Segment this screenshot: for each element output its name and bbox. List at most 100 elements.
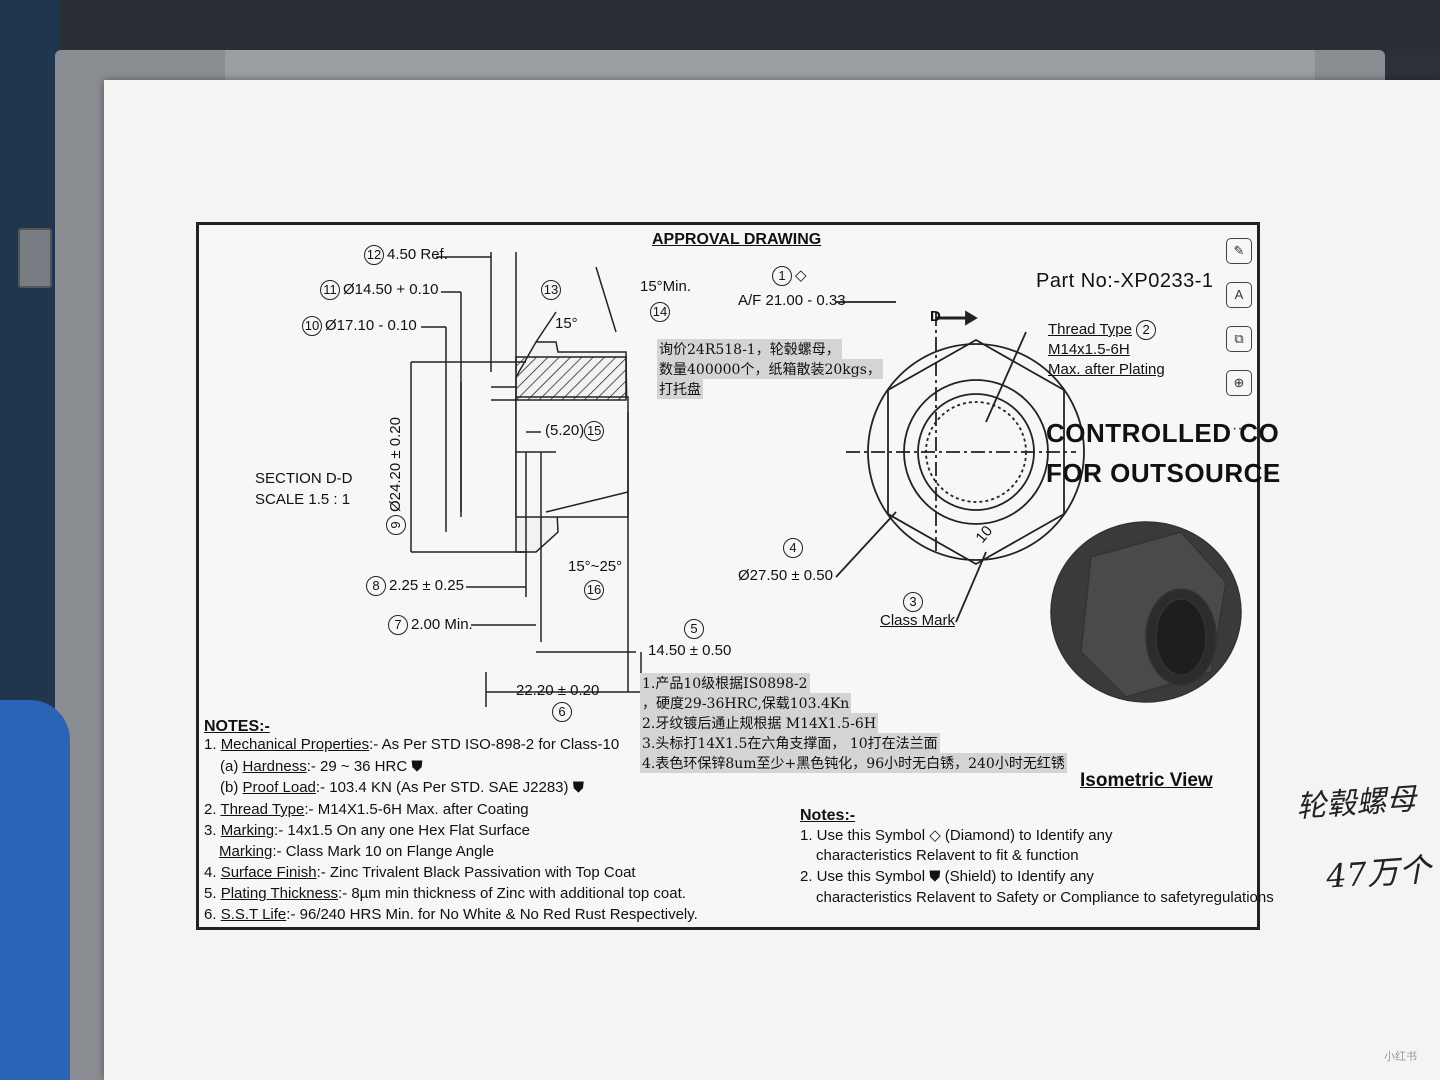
dim-6: 6 [552, 702, 575, 722]
note-1a-rest: :- 29 ~ 36 HRC [306, 758, 408, 775]
balloon-1: 1 [772, 266, 792, 287]
copy-icon[interactable]: ⧉ [1226, 326, 1252, 352]
note-5-prefix: 5. [204, 885, 217, 902]
isometric-nut-image [1050, 521, 1242, 703]
balloon-10: 10 [302, 316, 322, 336]
dim-2: Thread Type 2 M14x1.5-6H Max. after Plat… [1048, 320, 1165, 380]
note-6-prefix: 6. [204, 906, 217, 923]
section-view [410, 252, 642, 707]
isometric-label: Isometric View [1080, 770, 1213, 791]
note-4: 4. Surface Finish:- Zinc Trivalent Black… [204, 864, 636, 881]
dim-5: 5 [684, 619, 707, 639]
cn-note-3: 2.牙纹镀后通止规根据 M14X1.5-6H [640, 713, 879, 733]
watermark: 小红书 [1384, 1051, 1417, 1063]
dim-8-text: 2.25 ± 0.25 [389, 576, 464, 594]
dim-2-line1: Thread Type [1048, 321, 1132, 338]
dim-14: 14 [650, 302, 673, 322]
scale-label: SCALE 1.5 : 1 [255, 491, 351, 508]
notes2-title: Notes:- [800, 807, 856, 824]
dim-1: 1◇ [772, 266, 807, 287]
zoom-icon[interactable]: ⊕ [1226, 370, 1252, 396]
section-marker: D [930, 308, 941, 325]
note-6-rest: :- 96/240 HRS Min. for No White & No Red… [286, 906, 698, 923]
image-toolbar: ✎ A ⧉ ⊕ [1226, 238, 1256, 414]
note-2-rest: :- M14X1.5-6H Max. after Coating [304, 801, 529, 818]
notes2-line2: characteristics Relavent to fit & functi… [816, 847, 1079, 864]
note-1a-prefix: (a) [220, 758, 239, 775]
note-2-key: Thread Type [220, 801, 305, 818]
shield-icon: ⛊ [572, 779, 584, 796]
technical-drawing [410, 252, 1242, 707]
note-4-key: Surface Finish [220, 864, 317, 881]
balloon-13: 13 [541, 280, 561, 300]
note-1b: (b) Proof Load:- 103.4 KN (As Per STD. S… [220, 779, 584, 796]
note-1-prefix: 1. [204, 736, 217, 753]
cn-note-5: 4.表色环保锌8um至少+黑色钝化，96小时无白锈，240小时无红锈 [640, 753, 1067, 773]
note-1-rest: :- As Per STD ISO-898-2 for Class-10 [369, 736, 620, 753]
dim-11-text: Ø14.50 + 0.10 [343, 280, 439, 298]
cn-note-top-1: 询价24R518-1，轮毂螺母， [657, 339, 842, 359]
balloon-15: 15 [584, 421, 605, 441]
dim-13: 13 [541, 280, 564, 300]
notes-title: NOTES:- [204, 718, 270, 735]
note-5-key: Plating Thickness [220, 885, 338, 902]
cn-note-1: 1.产品10级根据IS0898-2 [640, 673, 810, 693]
diamond-icon: ◇ [795, 267, 807, 284]
drawing-heading: APPROVAL DRAWING [652, 231, 822, 248]
dim-5-text: 14.50 ± 0.50 [648, 642, 732, 659]
cn-note-4: 3.头标打14X1.5在六角支撑面， 10打在法兰面 [640, 733, 940, 753]
balloon-9: 9 [386, 515, 406, 535]
more-options-icon[interactable]: ··· [1232, 420, 1248, 437]
cn-note-top-2: 数量400000个，纸箱散装20kgs， [657, 359, 883, 379]
note-2: 2. Thread Type:- M14X1.5-6H Max. after C… [204, 801, 529, 818]
dim-6-text: 22.20 ± 0.20 [516, 682, 600, 699]
dim-15: (5.20)15 [545, 421, 607, 441]
notes2-line3: 2. Use this Symbol ⛊ (Shield) to Identif… [800, 868, 1094, 885]
note-6-key: S.S.T Life [220, 906, 287, 923]
notes2-line4: characteristics Relavent to Safety or Co… [816, 889, 1274, 906]
note-1a-key: Hardness [242, 758, 307, 775]
balloon-6: 6 [552, 702, 572, 722]
handwritten-note-1: 轮毂螺母 [1295, 781, 1418, 826]
dim-1-text: A/F 21.00 - 0.33 [738, 292, 846, 309]
balloon-8: 8 [366, 576, 386, 596]
note-6: 6. S.S.T Life:- 96/240 HRS Min. for No W… [204, 906, 698, 923]
note-2-prefix: 2. [204, 801, 217, 818]
note-3-prefix: 3. [204, 822, 217, 839]
note-3: 3. Marking:- 14x1.5 On any one Hex Flat … [204, 822, 530, 839]
dim-2-line2: M14x1.5-6H [1048, 341, 1130, 359]
note-5: 5. Plating Thickness:- 8µm min thickness… [204, 885, 686, 902]
note-3b-key: Marking [219, 843, 273, 860]
dim-9: 9Ø24.20 ± 0.20 [386, 417, 406, 535]
edit-image-icon[interactable]: ✎ [1226, 238, 1252, 264]
laptop-port [18, 228, 52, 288]
balloon-5: 5 [684, 619, 704, 639]
note-5-rest: :- 8µm min thickness of Zinc with additi… [337, 885, 686, 902]
balloon-4: 4 [783, 538, 803, 558]
note-3-rest: :- 14x1.5 On any one Hex Flat Surface [274, 822, 531, 839]
balloon-11: 11 [320, 280, 340, 300]
dim-4: 4 [783, 538, 806, 558]
text-icon[interactable]: A [1226, 282, 1252, 308]
note-3-key: Marking [220, 822, 275, 839]
note-1b-prefix: (b) [220, 779, 239, 796]
controlled-stamp-line1: CONTROLLED CO [1046, 418, 1280, 448]
dim-12-text: 4.50 Ref. [387, 245, 448, 263]
note-1b-rest: :- 103.4 KN (As Per STD. SAE J2283) [315, 779, 569, 796]
balloon-12: 12 [364, 245, 384, 265]
cn-note-top-3: 打托盘 [657, 379, 703, 399]
dim-14-text: 15°Min. [640, 278, 692, 295]
dim-10-text: Ø17.10 - 0.10 [325, 316, 417, 334]
balloon-3: 3 [903, 592, 923, 612]
blue-object [0, 700, 70, 1080]
dim-3-text: Class Mark [880, 612, 956, 629]
note-1: 1. Mechanical Properties:- As Per STD IS… [204, 736, 619, 753]
dim-16: 16 [584, 580, 607, 600]
balloon-7: 7 [388, 615, 408, 635]
note-3b-rest: :- Class Mark 10 on Flange Angle [272, 843, 495, 860]
